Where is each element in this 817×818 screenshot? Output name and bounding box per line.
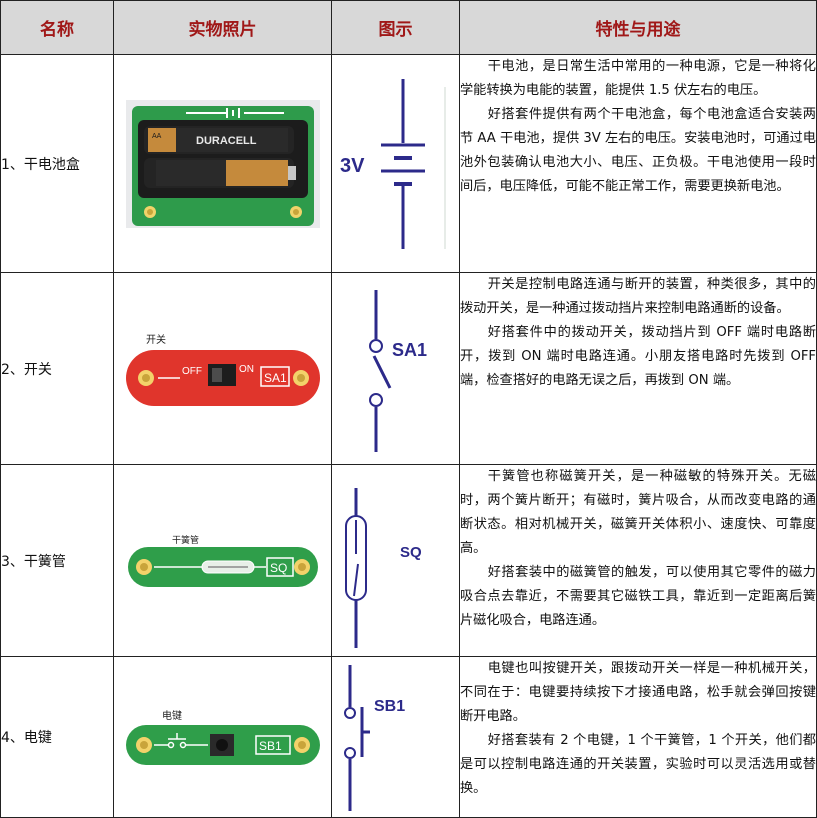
component-name: 3、干簧管 [0,464,114,657]
battery-symbol-label: 3V [340,155,365,177]
key-board-title: 电键 [162,709,182,722]
table-row: 1、干电池盒 DURACELL AA [0,54,817,273]
header-photo: 实物照片 [113,0,332,55]
switch-photo: 开关 OFF ON SA1 [113,272,332,465]
switch-board-image: 开关 OFF ON SA1 [123,327,322,410]
description-paragraph: 电键也叫按键开关，跟拨动开关一样是一种机械开关，不同在于：电键要持续按下才接通电… [460,661,816,724]
switch-off-text: OFF [182,366,202,377]
component-name: 1、干电池盒 [0,54,114,273]
reed-switch-description: 干簧管也称磁簧开关，是一种磁敏的特殊开关。无磁时，两个簧片断开；有磁时，簧片吸合… [459,464,817,657]
description-paragraph: 好搭套装中的磁簧管的触发，可以使用其它零件的磁力吸合点去靠近，不需要其它磁铁工具… [460,565,816,628]
table-row: 4、电键 电键 SB1 [0,656,817,818]
push-key-photo: 电键 SB1 [113,656,332,818]
description-paragraph: 开关是控制电路连通与断开的装置，种类很多，其中的拨动开关，是一种通过拨动挡片来控… [460,277,816,316]
table-row: 2、开关 开关 OFF ON SA1 [0,272,817,465]
table-row: 3、干簧管 干簧管 SQ S [0,464,817,657]
push-key-board-image: 电键 SB1 [123,705,322,769]
description-paragraph: 好搭套件提供有两个干电池盒，每个电池盒适合安装两节 AA 干电池，提供 3V 左… [460,107,816,194]
battery-description: 干电池，是日常生活中常用的一种电源，它是一种将化学能转换为电能的装置，能提供 1… [459,54,817,273]
switch-board-title: 开关 [146,333,166,346]
description-paragraph: 好搭套装有 2 个电键，1 个干簧管，1 个开关，他们都是可以控制电路连通的开关… [460,733,816,796]
key-symbol-label: SB1 [374,698,405,715]
reed-symbol-cell: SQ [331,464,460,657]
header-symbol: 图示 [331,0,460,55]
reed-symbol-label: SQ [400,544,422,561]
header-row: 名称 实物照片 图示 特性与用途 [0,0,817,55]
header-name: 名称 [0,0,114,55]
battery-cell-size-text: AA [152,133,162,140]
component-name: 4、电键 [0,656,114,818]
battery-brand-text: DURACELL [196,135,257,147]
reed-switch-symbol: SQ [345,487,422,648]
switch-board-code: SA1 [264,371,287,385]
component-name: 2、开关 [0,272,114,465]
battery-box-photo: DURACELL AA [113,54,332,273]
description-paragraph: 干簧管也称磁簧开关，是一种磁敏的特殊开关。无磁时，两个簧片断开；有磁时，簧片吸合… [460,469,816,556]
battery-symbol-cell: 3V [331,54,460,273]
switch-description: 开关是控制电路连通与断开的装置，种类很多，其中的拨动开关，是一种通过拨动挡片来控… [459,272,817,465]
push-key-symbol: SB1 [344,665,405,811]
description-paragraph: 干电池，是日常生活中常用的一种电源，它是一种将化学能转换为电能的装置，能提供 1… [460,59,816,98]
key-board-code: SB1 [259,739,282,753]
push-key-description: 电键也叫按键开关，跟拨动开关一样是一种机械开关，不同在于：电键要持续按下才接通电… [459,656,817,818]
battery-symbol: 3V [340,78,446,249]
reed-board-title: 干簧管 [172,534,199,546]
description-paragraph: 好搭套件中的拨动开关，拨动挡片到 OFF 端时电路断开，拨到 ON 端时电路连通… [460,325,816,388]
switch-symbol-cell: SA1 [331,272,460,465]
key-symbol-cell: SB1 [331,656,460,818]
switch-symbol: SA1 [369,289,427,452]
header-usage: 特性与用途 [459,0,817,55]
reed-board-code: SQ [270,561,287,575]
switch-symbol-label: SA1 [392,340,427,360]
battery-box-image: DURACELL AA [125,99,320,228]
switch-on-text: ON [239,364,254,375]
reed-switch-board-image: 干簧管 SQ [123,530,322,591]
reed-switch-photo: 干簧管 SQ [113,464,332,657]
